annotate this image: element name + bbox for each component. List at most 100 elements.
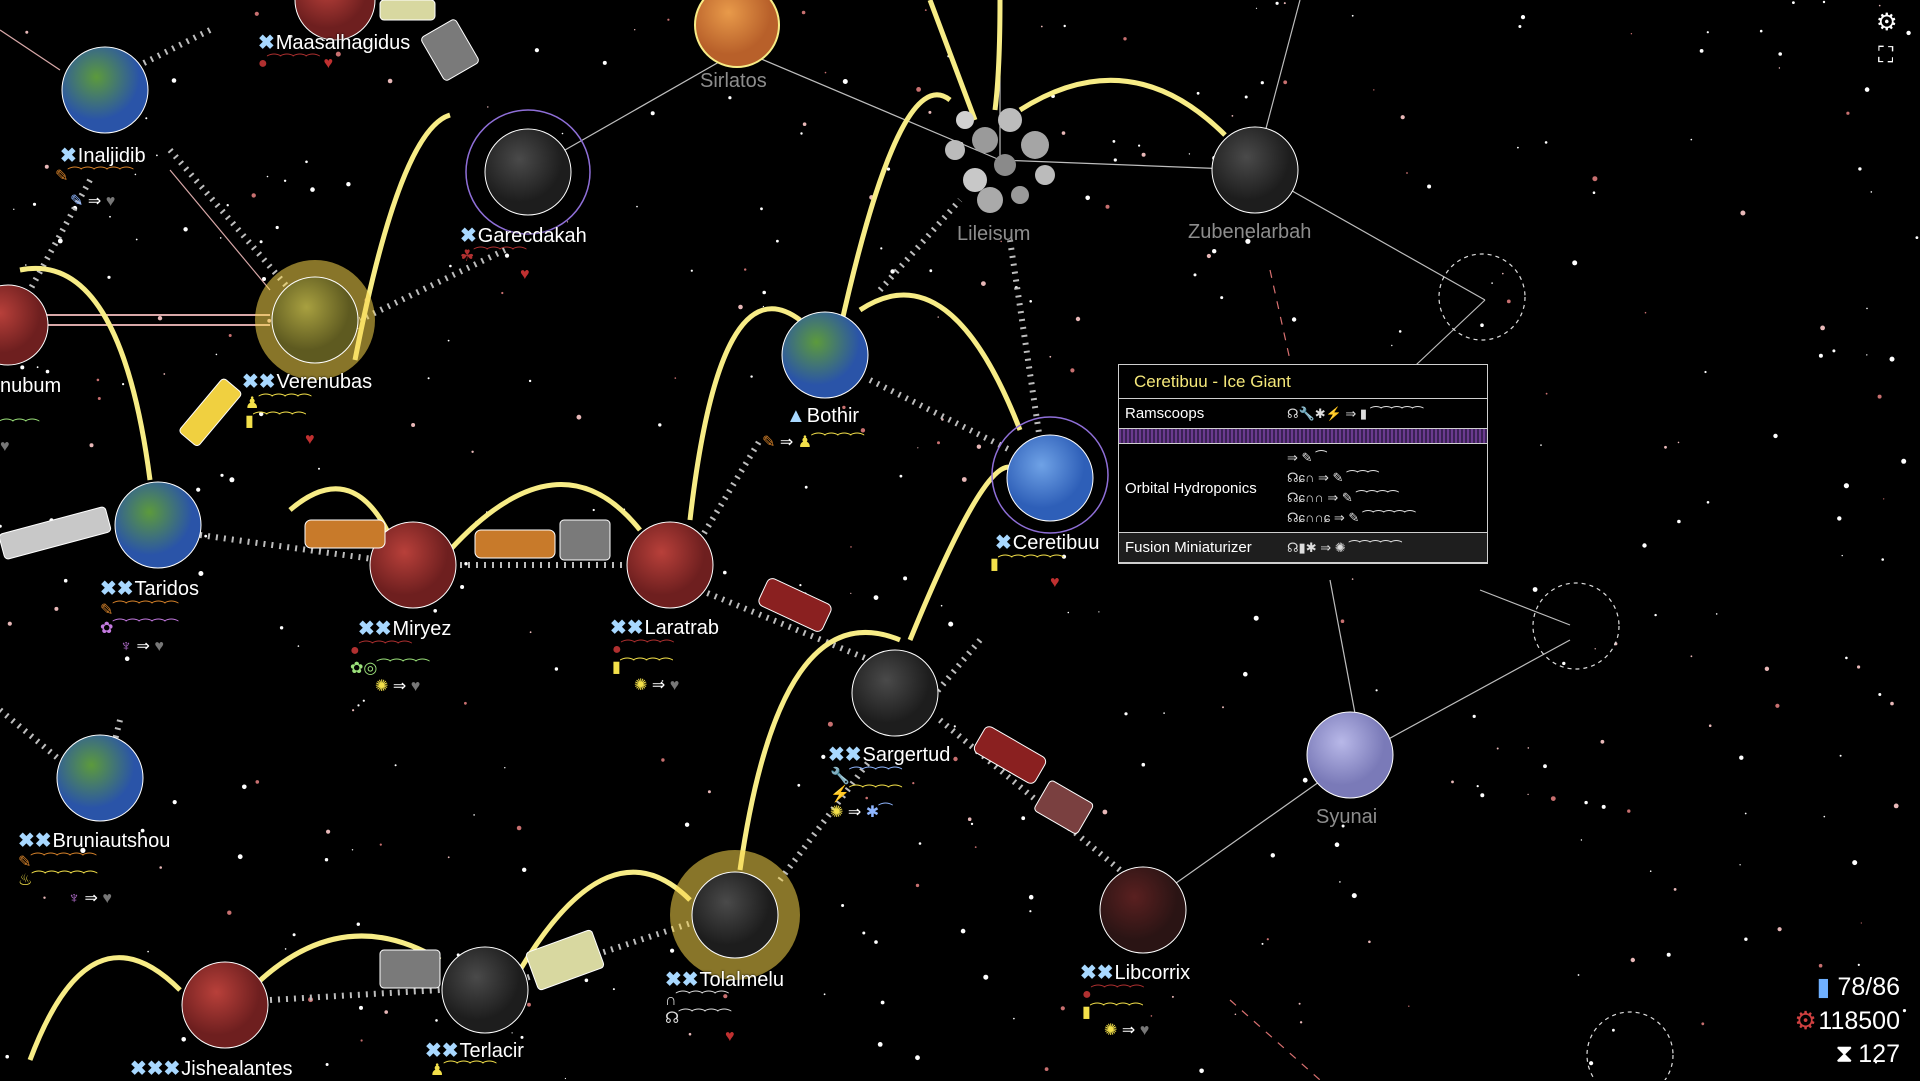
star: [1491, 282, 1493, 284]
label-verenubas[interactable]: ✖✖Verenubas: [242, 371, 373, 393]
star: [915, 883, 920, 888]
star: [880, 1000, 885, 1005]
star: [44, 164, 49, 169]
label-sargertud[interactable]: ✖✖Sargertud: [828, 744, 951, 766]
star: [1400, 115, 1405, 120]
label-libcorrix[interactable]: ✖✖Libcorrix: [1080, 962, 1191, 984]
planet-syunai[interactable]: [1306, 711, 1394, 799]
tooltip-row-ramscoops[interactable]: Ramscoops ☊🔧✱⚡ ⇒ ▮ ⁀⁀⁀⁀⁀: [1119, 399, 1487, 429]
star: [1890, 701, 1894, 706]
star: [427, 377, 430, 380]
star: [1029, 910, 1032, 913]
planet-terlacir[interactable]: [441, 946, 529, 1034]
star: [967, 817, 972, 821]
planet-bruniautshou[interactable]: [56, 734, 144, 822]
star: [460, 585, 465, 589]
label-nubum[interactable]: nubum: [0, 375, 62, 397]
planet-ceretibuu[interactable]: [1006, 434, 1094, 522]
star: [928, 110, 932, 114]
label-maasalhagidus[interactable]: ✖Maasalhagidus: [258, 32, 411, 54]
label-inaljidib[interactable]: ✖Inaljidib: [60, 145, 146, 167]
label-taridos[interactable]: ✖✖Taridos: [100, 578, 199, 600]
planet-taridos[interactable]: [114, 481, 202, 569]
tooltip-row-fusion-miniaturizer[interactable]: Fusion Miniaturizer ☊▮✱ ⇒ ✺ ⁀⁀⁀⁀⁀: [1119, 533, 1487, 563]
label-bothir[interactable]: ▲Bothir: [786, 405, 860, 427]
star: [147, 950, 149, 953]
res-terlacir: ♟⁀⁀⁀⁀: [430, 1062, 496, 1079]
tooltip-separator: [1119, 429, 1487, 444]
planet-bothir[interactable]: [781, 311, 869, 399]
planet-tolalmelu[interactable]: [691, 871, 779, 959]
star: [981, 281, 986, 286]
tooltip-recipe-line: ☊ɕ∩∩ ⇒ ✎ ⁀⁀⁀⁀: [1287, 490, 1399, 505]
label-zubenelarbah[interactable]: Zubenelarbah: [1188, 221, 1312, 243]
star: [1375, 689, 1378, 692]
star: [1000, 240, 1002, 243]
planet-garecdakah[interactable]: [484, 128, 572, 216]
label-laratrab[interactable]: ✖✖Laratrab: [610, 617, 720, 639]
label-syunai[interactable]: Syunai: [1316, 806, 1378, 828]
planet-maasalhagidus[interactable]: [294, 0, 376, 41]
planet-sirlatos[interactable]: [694, 0, 780, 68]
star: [1476, 785, 1479, 788]
planet-miryez[interactable]: [369, 521, 457, 609]
star: [1893, 803, 1899, 809]
star: [612, 988, 615, 991]
tooltip-row-orbital-hydroponics[interactable]: Orbital Hydroponics ⇒ ✎ ⁀ ☊ɕ∩ ⇒ ✎ ⁀⁀⁀ ☊ɕ…: [1119, 444, 1487, 533]
star: [1112, 140, 1116, 143]
star: [1275, 1, 1279, 5]
label-miryez[interactable]: ✖✖Miryez: [358, 618, 452, 640]
star: [1351, 578, 1354, 580]
star: [352, 709, 355, 712]
planet-nubum[interactable]: [0, 284, 49, 366]
star: [159, 866, 162, 869]
planet-zubenelarbah[interactable]: [1211, 126, 1299, 214]
star: [1878, 693, 1882, 696]
planet-lileisum[interactable]: [945, 108, 1055, 213]
star: [1572, 260, 1578, 266]
planet-verenubas[interactable]: [271, 276, 359, 364]
planet-inaljidib[interactable]: [61, 46, 149, 134]
star: [1739, 755, 1744, 760]
star: [292, 933, 296, 937]
star: [1085, 195, 1090, 201]
star: [520, 1035, 524, 1039]
star: [1063, 24, 1066, 28]
fullscreen-icon[interactable]: ⛶: [1878, 42, 1894, 67]
star: [1664, 445, 1667, 449]
planet-laratrab[interactable]: [626, 521, 714, 609]
settings-icon[interactable]: ⚙: [1876, 9, 1898, 36]
star: [1677, 519, 1681, 524]
label-ceretibuu[interactable]: ✖Ceretibuu: [995, 532, 1100, 554]
star: [1906, 30, 1911, 36]
star: [707, 790, 711, 794]
star: [1592, 191, 1596, 194]
label-lileisum[interactable]: Lileisum: [957, 223, 1031, 245]
label-jishealantes[interactable]: ✖✖✖Jishealantes: [130, 1058, 293, 1080]
star: [1150, 1015, 1153, 1017]
star: [1231, 115, 1234, 117]
star: [1220, 296, 1224, 300]
star: [1480, 793, 1485, 798]
star: [183, 227, 188, 232]
star: [1105, 204, 1110, 209]
star: [362, 699, 365, 702]
star: [1666, 952, 1671, 957]
star: [237, 854, 243, 860]
planet-jishealantes[interactable]: [181, 961, 269, 1049]
star: [1580, 839, 1583, 841]
label-bruniautshou[interactable]: ✖✖Bruniautshou: [18, 830, 171, 852]
res-sargertud: 🔧⁀⁀⁀⁀⚡⁀⁀⁀⁀✺ ⇒ ✱⁀: [830, 768, 902, 821]
star: [219, 237, 222, 239]
label-tolalmelu[interactable]: ✖✖Tolalmelu: [665, 969, 784, 991]
label-garecdakah[interactable]: ✖Garecdakah: [460, 225, 587, 247]
planet-libcorrix[interactable]: [1099, 866, 1187, 954]
star: [1502, 272, 1504, 275]
label-sirlatos[interactable]: Sirlatos: [700, 70, 767, 92]
star: [1527, 747, 1530, 749]
planet-sargertud[interactable]: [851, 649, 939, 737]
label-terlacir[interactable]: ✖✖Terlacir: [425, 1040, 524, 1062]
star: [1049, 355, 1052, 358]
